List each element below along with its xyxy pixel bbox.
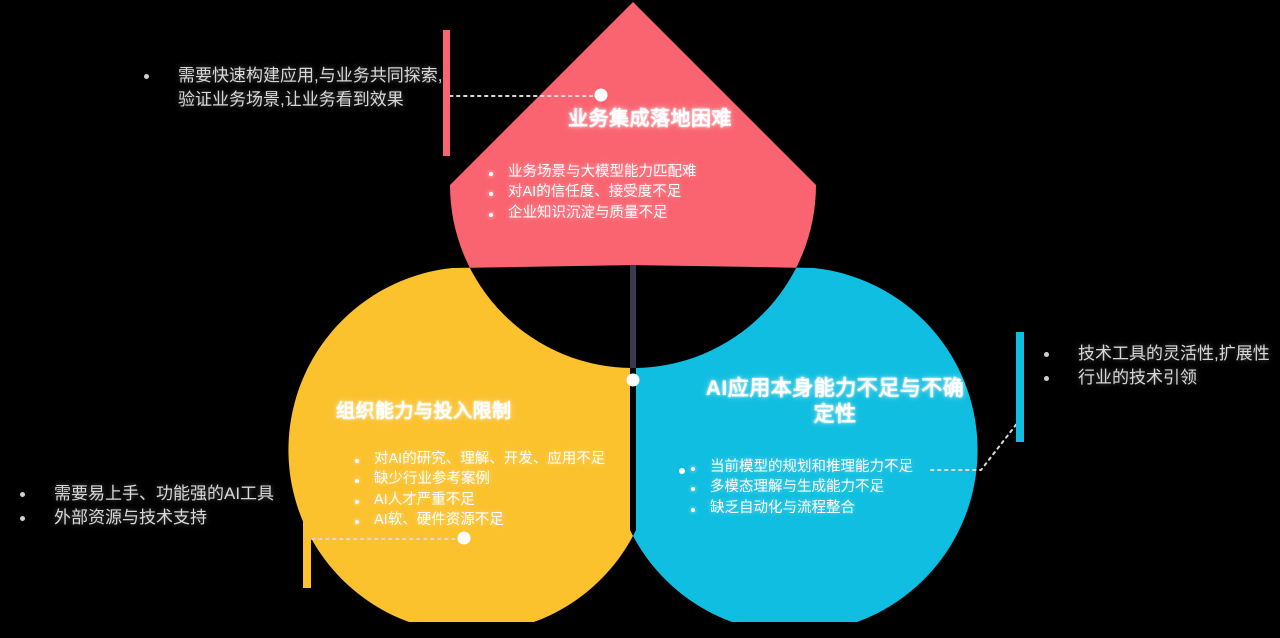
venn-bullet: 当前模型的规划和推理能力不足 — [684, 458, 954, 477]
callout-item: 行业的技术引领 — [1030, 366, 1280, 390]
callout-item: 需要快速构建应用,与业务共同探索,验证业务场景,让业务看到效果 — [130, 64, 450, 112]
callout-bottom-left: 需要易上手、功能强的AI工具 外部资源与技术支持 — [6, 482, 316, 530]
white-dot-marker-yellow — [457, 531, 471, 545]
venn-bullets-organization-capability: 对AI的研究、理解、开发、应用不足 缺少行业参考案例 AI人才严重不足 AI软、… — [348, 450, 648, 531]
venn-title-organization-capability: 组织能力与投入限制 — [336, 401, 512, 422]
accent-bar-yellow — [303, 478, 311, 588]
accent-bar-red — [443, 30, 450, 156]
venn-bullets-ai-capability: 当前模型的规划和推理能力不足 多模态理解与生成能力不足 缺乏自动化与流程整合 — [684, 458, 954, 519]
venn-bullet: AI人才严重不足 — [348, 491, 648, 510]
venn-bullet: 业务场景与大模型能力匹配难 — [482, 163, 822, 182]
callout-item: 技术工具的灵活性,扩展性 — [1030, 342, 1280, 366]
venn-bullets-business-integration: 业务场景与大模型能力匹配难 对AI的信任度、接受度不足 企业知识沉淀与质量不足 — [482, 163, 822, 224]
venn-bullet: AI软、硬件资源不足 — [348, 511, 648, 530]
callout-item: 外部资源与技术支持 — [6, 506, 316, 530]
white-dot-marker-red — [594, 88, 608, 102]
venn-bullet: 对AI的信任度、接受度不足 — [482, 183, 822, 202]
venn-bullet: 缺乏自动化与流程整合 — [684, 499, 954, 518]
white-dot-marker-center — [626, 373, 640, 387]
callout-top-left: 需要快速构建应用,与业务共同探索,验证业务场景,让业务看到效果 — [130, 64, 450, 112]
connector-line-blue — [930, 416, 1023, 471]
white-dot-marker-blue — [679, 468, 685, 474]
venn-title-business-integration: 业务集成落地困难 — [568, 108, 732, 130]
venn-title-ai-capability: AI应用本身能力不足与不确定性 — [705, 377, 965, 426]
accent-bar-blue — [1016, 332, 1024, 442]
venn-bullet: 缺少行业参考案例 — [348, 470, 648, 489]
callout-item: 需要易上手、功能强的AI工具 — [6, 482, 316, 506]
callout-right: 技术工具的灵活性,扩展性 行业的技术引领 — [1030, 342, 1280, 390]
venn-bullet: 多模态理解与生成能力不足 — [684, 478, 954, 497]
venn-bullet: 企业知识沉淀与质量不足 — [482, 204, 822, 223]
venn-bullet: 对AI的研究、理解、开发、应用不足 — [348, 450, 648, 469]
